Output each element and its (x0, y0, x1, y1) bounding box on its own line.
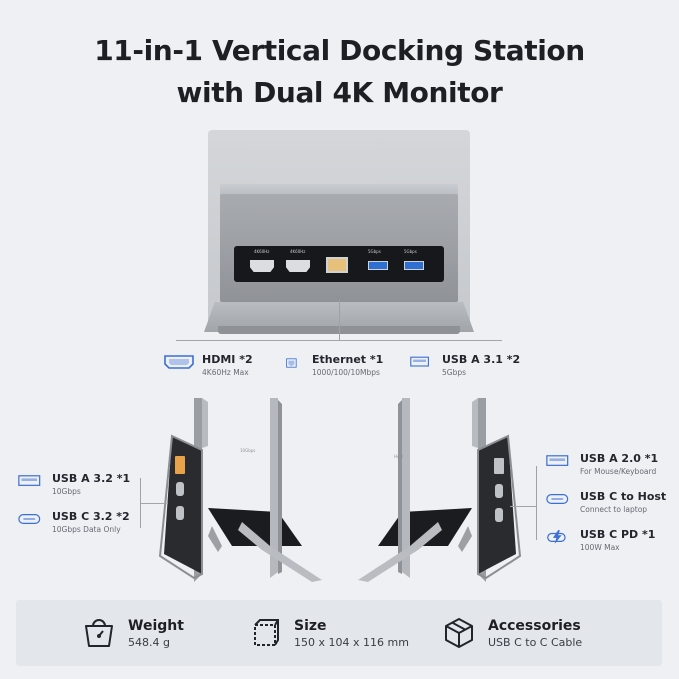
feature-weight: Weight 548.4 g (82, 616, 184, 650)
spec-usb-c-pd: USB C PD *1 100W Max (546, 528, 655, 553)
spec-usb-a-32-name: USB A 3.2 *1 (52, 472, 131, 485)
spec-usb-a-20: USB A 2.0 *1 For Mouse/Keyboard (546, 452, 658, 477)
top-specs-divider (176, 340, 502, 341)
spec-ethernet: Ethernet *1 1000/100/10Mbps (286, 353, 383, 378)
ethernet-icon (286, 358, 297, 368)
dock-right-side-view: Host (358, 396, 528, 584)
ethernet-pointer-line (339, 300, 340, 340)
page-title: 11-in-1 Vertical Docking Station with Du… (0, 30, 679, 114)
left-specs-bracket (140, 478, 141, 528)
usb-port-label-2: 5Gbps (404, 249, 417, 254)
right-side-port-label: Host (394, 454, 404, 459)
feature-size-value: 150 x 104 x 116 mm (294, 635, 409, 649)
spec-usb-c-32-name: USB C 3.2 *2 (52, 510, 130, 523)
right-specs-bracket (536, 466, 537, 540)
title-line-1: 11-in-1 Vertical Docking Station (94, 34, 585, 67)
spec-usb-c-32-sub: 10Gbps Data Only (52, 525, 121, 534)
feature-accessories-value: USB C to C Cable (488, 635, 583, 649)
spec-usb-c-32: USB C 3.2 *2 10Gbps Data Only (18, 510, 130, 535)
right-side-illustration (358, 398, 522, 582)
feature-size: Size 150 x 104 x 116 mm (248, 616, 409, 650)
usb-c-icon (18, 514, 41, 524)
feature-weight-name: Weight (128, 617, 184, 634)
dock-left-side-view: 10Gbps (152, 396, 322, 584)
usb-a-icon (410, 356, 429, 367)
spec-usb-c-pd-name: USB C PD *1 (580, 528, 656, 541)
spec-ethernet-name: Ethernet *1 (312, 353, 384, 366)
spec-usb-a-31-name: USB A 3.1 *2 (442, 353, 521, 366)
left-side-port-label: 10Gbps (240, 448, 256, 453)
feature-weight-value: 548.4 g (128, 635, 170, 649)
spec-usb-a-31: USB A 3.1 *2 5Gbps (410, 353, 520, 378)
hdmi-port-2 (286, 260, 310, 272)
spec-hdmi: HDMI *2 4K60Hz Max (164, 353, 253, 378)
features-bar: Weight 548.4 g Size 150 x 104 x 116 mm A… (16, 600, 662, 666)
hdmi-port-1 (250, 260, 274, 272)
spec-usb-c-host-name: USB C to Host (580, 490, 667, 503)
dock-front-view: 4K60Hz 4K60Hz 5Gbps 5Gbps (204, 130, 474, 336)
power-delivery-icon (547, 530, 566, 544)
spec-usb-c-host-sub: Connect to laptop (580, 505, 648, 514)
spec-hdmi-name: HDMI *2 (202, 353, 253, 366)
usb-a-icon (546, 455, 569, 466)
spec-hdmi-sub: 4K60Hz Max (202, 368, 249, 377)
spec-usb-a-32: USB A 3.2 *1 10Gbps (18, 472, 130, 497)
title-line-2: with Dual 4K Monitor (176, 76, 503, 109)
spec-usb-a-32-sub: 10Gbps (52, 487, 81, 496)
package-icon (445, 618, 473, 648)
dock-port-panel: 4K60Hz 4K60Hz 5Gbps 5Gbps (234, 246, 444, 282)
usb-a-port-2 (404, 261, 424, 270)
spec-usb-a-31-sub: 5Gbps (442, 368, 467, 377)
spec-usb-a-20-name: USB A 2.0 *1 (580, 452, 659, 465)
box-dimension-icon (254, 619, 279, 646)
right-specs-pointer (510, 506, 536, 507)
feature-accessories-name: Accessories (488, 617, 581, 634)
feature-size-name: Size (294, 617, 327, 634)
left-specs-pointer (140, 503, 168, 504)
feature-accessories: Accessories USB C to C Cable (442, 616, 582, 650)
hdmi-port-label-2: 4K60Hz (290, 249, 306, 254)
left-side-illustration (158, 398, 322, 582)
hdmi-port-label-1: 4K60Hz (254, 249, 270, 254)
spec-ethernet-sub: 1000/100/10Mbps (312, 368, 380, 377)
spec-usb-c-host: USB C to Host Connect to laptop (546, 490, 666, 515)
spec-usb-c-pd-sub: 100W Max (580, 543, 620, 552)
ethernet-port (326, 257, 348, 273)
spec-usb-a-20-sub: For Mouse/Keyboard (580, 467, 657, 476)
scale-icon (85, 619, 113, 647)
usb-c-icon (546, 494, 569, 504)
usb-port-label-1: 5Gbps (368, 249, 381, 254)
usb-a-icon (18, 475, 41, 486)
usb-a-port-1 (368, 261, 388, 270)
hdmi-icon (164, 355, 194, 369)
